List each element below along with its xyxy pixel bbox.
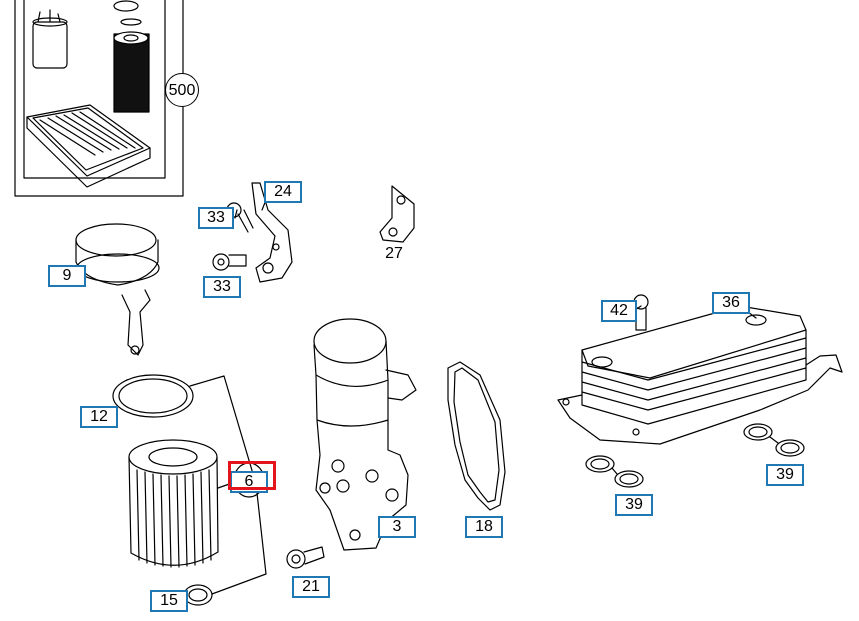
- part-36-oil-cooler: [557, 305, 843, 445]
- callout-42[interactable]: 42: [601, 300, 637, 322]
- leader-lines: [234, 199, 757, 319]
- part-9-housing-cap: [75, 223, 160, 356]
- label-27[interactable]: 27: [385, 245, 403, 262]
- callout-12[interactable]: 12: [80, 406, 118, 428]
- callout-36[interactable]: 36: [712, 292, 750, 314]
- callout-39-left[interactable]: 39: [615, 494, 653, 516]
- callout-18[interactable]: 18: [465, 516, 503, 538]
- callout-3[interactable]: 3: [378, 516, 416, 538]
- callout-9[interactable]: 9: [48, 265, 86, 287]
- callout-24[interactable]: 24: [264, 181, 302, 203]
- part-27-bracket: [379, 185, 415, 243]
- part-33-bolt-b: [212, 253, 247, 271]
- callout-21[interactable]: 21: [292, 576, 330, 598]
- callout-39-right[interactable]: 39: [766, 464, 804, 486]
- callout-33-lower[interactable]: 33: [203, 276, 241, 298]
- part-15-o-ring: [183, 584, 213, 606]
- part-18-gasket: [447, 361, 506, 511]
- part-39-seal-a: [585, 455, 644, 488]
- kit-fuel-filter: [32, 9, 68, 69]
- callout-15[interactable]: 15: [150, 590, 188, 612]
- selected-callout-highlight[interactable]: [228, 461, 276, 490]
- part-39-seal-b: [743, 423, 805, 457]
- part-21-bolt: [286, 546, 325, 569]
- part-6-filter-element: [128, 439, 219, 568]
- part-12-seal-ring: [112, 374, 194, 418]
- kit-callout-500[interactable]: 500: [165, 73, 199, 107]
- callout-33-upper[interactable]: 33: [198, 207, 234, 229]
- kit-oil-filter-element: [113, 0, 150, 113]
- part-24-bracket: [251, 182, 293, 283]
- service-kit-box: [14, 0, 184, 197]
- kit-air-filter: [26, 104, 151, 188]
